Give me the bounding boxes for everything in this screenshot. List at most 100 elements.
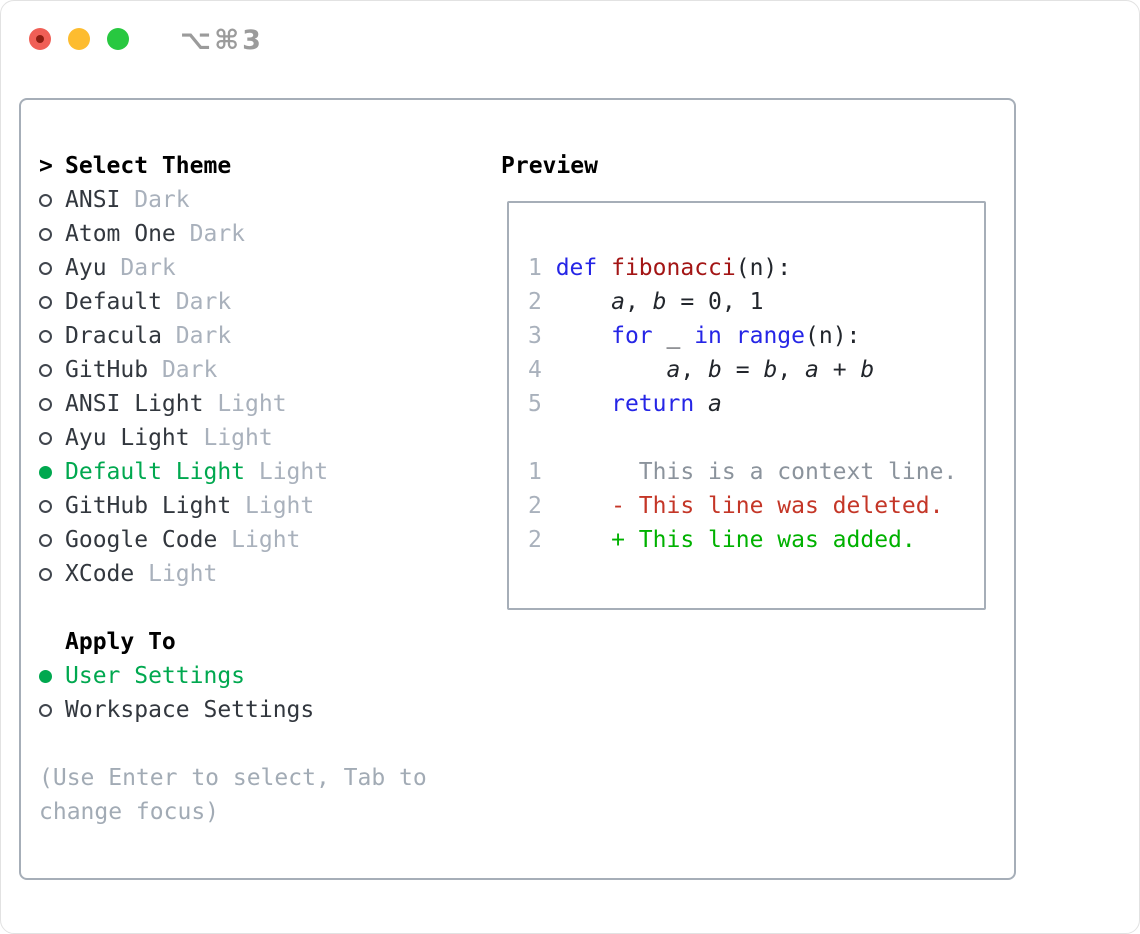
theme-name: Default Light bbox=[65, 459, 246, 485]
theme-item-ayu-light-light[interactable]: Ayu Light Light bbox=[39, 421, 501, 455]
code-token-pl: = 0, 1 bbox=[666, 289, 764, 315]
hint-text: (Use Enter to select, Tab to change focu… bbox=[39, 761, 501, 829]
code-token-pl bbox=[556, 391, 611, 417]
radio-icon bbox=[39, 193, 65, 207]
theme-variant-badge: Light bbox=[203, 425, 273, 451]
apply-option-label: Workspace Settings bbox=[65, 697, 315, 723]
code-token-ctx: This is a context line. bbox=[555, 459, 958, 485]
radio-icon bbox=[39, 329, 65, 343]
code-token-kw: def bbox=[555, 255, 598, 281]
radio-circle bbox=[39, 329, 52, 343]
line-number: 2 bbox=[528, 493, 556, 519]
theme-name: Ayu Light bbox=[65, 425, 190, 451]
code-line: 1 def fibonacci(n): bbox=[528, 251, 984, 285]
apply-option-workspace-settings[interactable]: Workspace Settings bbox=[39, 693, 501, 727]
radio-circle bbox=[39, 227, 52, 241]
radio-circle bbox=[39, 703, 52, 717]
line-number: 1 bbox=[528, 459, 556, 485]
code-token-add: + This line was added. bbox=[555, 527, 916, 553]
code-token-var: a bbox=[611, 289, 625, 315]
minimize-button[interactable] bbox=[68, 28, 90, 50]
theme-name: XCode bbox=[65, 561, 135, 587]
radio-circle bbox=[39, 465, 52, 479]
code-token-pl: = bbox=[721, 357, 764, 383]
radio-icon bbox=[39, 567, 65, 581]
radio-icon bbox=[39, 363, 65, 377]
theme-item-default-light-light[interactable]: Default Light Light bbox=[39, 455, 501, 489]
close-button[interactable] bbox=[29, 28, 51, 50]
code-token-del: - This line was deleted. bbox=[555, 493, 944, 519]
radio-icon bbox=[39, 397, 65, 411]
select-theme-title: Select Theme bbox=[65, 153, 232, 179]
theme-variant-badge: Light bbox=[258, 459, 329, 485]
theme-variant-badge: Light bbox=[245, 493, 315, 519]
radio-icon bbox=[39, 499, 65, 513]
code-line: 2 - This line was deleted. bbox=[528, 489, 984, 523]
code-token-pl: (n): bbox=[805, 323, 861, 349]
radio-circle bbox=[39, 397, 52, 411]
theme-name: Atom One bbox=[65, 221, 176, 247]
code-token-kw: return bbox=[611, 391, 695, 417]
radio-circle bbox=[39, 261, 52, 275]
theme-item-xcode-light[interactable]: XCode Light bbox=[39, 557, 501, 591]
theme-name: Google Code bbox=[65, 527, 218, 553]
code-line bbox=[528, 421, 984, 455]
theme-variant-badge: Dark bbox=[175, 323, 232, 349]
theme-variant-badge: Light bbox=[231, 527, 301, 553]
spacer bbox=[39, 591, 501, 625]
code-line: 1 This is a context line. bbox=[528, 455, 984, 489]
code-token-var: b bbox=[708, 357, 722, 383]
line-number bbox=[528, 425, 542, 451]
code-token-pl: (n): bbox=[735, 255, 792, 281]
preview-title: Preview bbox=[501, 153, 598, 179]
code-line: 2 a, b = 0, 1 bbox=[528, 285, 984, 319]
radio-circle bbox=[39, 193, 52, 207]
code-token-pl bbox=[694, 391, 708, 417]
code-token-var: a bbox=[708, 391, 722, 417]
theme-item-ansi-dark[interactable]: ANSI Dark bbox=[39, 183, 501, 217]
code-line: 2 + This line was added. bbox=[528, 523, 984, 557]
theme-item-atom-one-dark[interactable]: Atom One Dark bbox=[39, 217, 501, 251]
radio-icon bbox=[39, 295, 65, 309]
theme-variant-badge: Light bbox=[148, 561, 218, 587]
radio-selected-icon bbox=[39, 669, 65, 683]
theme-name: GitHub Light bbox=[65, 493, 232, 519]
code-token-kw: range bbox=[735, 323, 805, 349]
apply-to-title: Apply To bbox=[65, 629, 176, 655]
code-token-pl: , bbox=[624, 289, 653, 315]
select-theme-header: > Select Theme bbox=[39, 149, 501, 183]
hint-line-2: change focus) bbox=[39, 799, 220, 825]
radio-icon bbox=[39, 703, 65, 717]
theme-name: ANSI bbox=[65, 187, 121, 213]
radio-circle bbox=[39, 533, 52, 547]
code-line: 4 a, b = b, a + b bbox=[528, 353, 984, 387]
apply-to-header: Apply To bbox=[39, 625, 501, 659]
line-number: 4 bbox=[528, 357, 556, 383]
radio-circle bbox=[39, 363, 52, 377]
code-token-fn: fibonacci bbox=[611, 255, 736, 281]
zoom-button[interactable] bbox=[107, 28, 129, 50]
radio-icon bbox=[39, 431, 65, 445]
theme-variant-badge: Dark bbox=[161, 357, 218, 383]
radio-icon bbox=[39, 533, 65, 547]
line-number: 1 bbox=[528, 255, 556, 281]
theme-item-google-code-light[interactable]: Google Code Light bbox=[39, 523, 501, 557]
radio-icon bbox=[39, 261, 65, 275]
theme-variant-badge: Dark bbox=[134, 187, 190, 213]
code-token-pl bbox=[722, 323, 736, 349]
radio-circle bbox=[39, 669, 52, 683]
code-line: 3 for _ in range(n): bbox=[528, 319, 984, 353]
preview-pane: Preview 1 def fibonacci(n):2 a, b = 0, 1… bbox=[501, 149, 1014, 878]
apply-option-user-settings[interactable]: User Settings bbox=[39, 659, 501, 693]
prompt-caret: > bbox=[39, 153, 53, 179]
theme-item-github-light-light[interactable]: GitHub Light Light bbox=[39, 489, 501, 523]
theme-variant-badge: Dark bbox=[189, 221, 246, 247]
